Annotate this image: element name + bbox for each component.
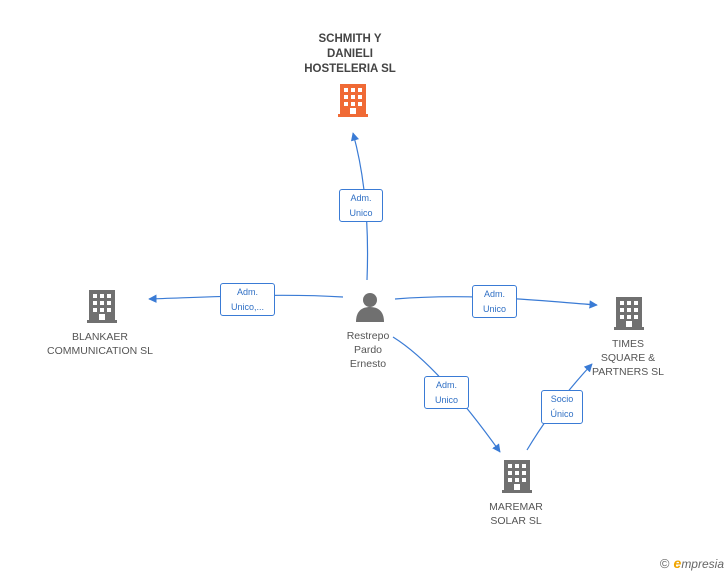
building-icon[interactable]: [502, 460, 532, 493]
edge-label-to-blankaer[interactable]: Adm. Unico,...: [220, 283, 275, 316]
footer-brand: © empresia: [660, 555, 724, 571]
person-icon[interactable]: [356, 293, 384, 322]
company-label-times[interactable]: TIMES SQUARE & PARTNERS SL: [592, 338, 664, 378]
edge-label-to-maremar[interactable]: Adm. Unico: [424, 376, 469, 409]
company-label-blankaer[interactable]: BLANKAER COMMUNICATION SL: [47, 331, 153, 357]
company-label-maremar[interactable]: MAREMAR SOLAR SL: [489, 501, 543, 527]
company-label-schmith[interactable]: SCHMITH Y DANIELI HOSTELERIA SL: [304, 33, 396, 75]
brand-logo[interactable]: empresia: [674, 555, 724, 571]
brand-logo-text: mpresia: [681, 557, 724, 571]
person-label[interactable]: Restrepo Pardo Ernesto: [346, 330, 390, 370]
building-icon[interactable]: [87, 290, 117, 323]
copyright-icon: ©: [659, 555, 670, 571]
edge-label-to-times[interactable]: Adm. Unico: [472, 285, 517, 318]
edge-label-maremar-to-times[interactable]: Socio Único: [541, 390, 583, 424]
building-icon[interactable]: [338, 84, 368, 117]
brand-logo-e: e: [673, 555, 682, 571]
edge-label-to-schmith[interactable]: Adm. Unico: [339, 189, 383, 222]
building-icon[interactable]: [614, 297, 644, 330]
